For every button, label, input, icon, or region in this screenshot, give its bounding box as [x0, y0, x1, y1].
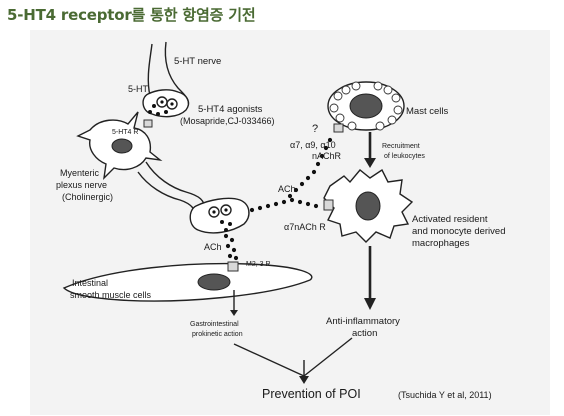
- smooth-muscle-nucleus: [197, 273, 231, 291]
- label-macrophage-1: Activated resident: [412, 214, 488, 225]
- mast-cell: [327, 81, 405, 131]
- label-myenteric-1: Myenteric: [60, 168, 100, 178]
- anti-inflammatory-arrowhead: [364, 298, 376, 310]
- diagram-panel: [30, 30, 550, 415]
- m23-receptor: [227, 261, 239, 272]
- ach-dots-to-macrophage: [249, 197, 319, 213]
- label-gi-2: prokinetic action: [192, 331, 243, 338]
- label-intestinal-2: smooth muscle cells: [70, 290, 152, 300]
- label-5ht: 5-HT: [128, 84, 149, 94]
- label-myenteric-2: plexus nerve: [56, 180, 107, 190]
- label-agonist-examples: (Mosapride,CJ-033466): [180, 116, 275, 126]
- label-intestinal-1: Intestinal: [72, 278, 108, 288]
- recruitment-arrowhead: [364, 158, 376, 168]
- myenteric-nerve-terminal: [189, 197, 250, 234]
- label-anti-1: Anti-inflammatory: [326, 316, 400, 327]
- smooth-muscle-cell: [62, 262, 313, 302]
- macrophage-nucleus: [355, 191, 381, 221]
- label-prevention: Prevention of POI: [262, 387, 361, 401]
- ht4-receptor: [143, 119, 153, 128]
- ht-nerve-fiber-left: [147, 43, 153, 97]
- converge-right-line: [303, 337, 353, 377]
- label-question: ?: [312, 123, 318, 135]
- myenteric-vesicles: [208, 204, 232, 232]
- label-macrophage-3: macrophages: [412, 238, 470, 249]
- label-recruitment-2: of leukocytes: [384, 153, 425, 160]
- myenteric-nucleus: [111, 138, 133, 154]
- label-agonists: 5-HT4 agonists: [198, 104, 263, 115]
- label-ht-nerve: 5-HT nerve: [174, 56, 221, 67]
- label-anti-2: action: [352, 328, 377, 339]
- label-5ht4r: 5-HT4 R: [112, 129, 138, 136]
- ach-dots-to-muscle: [223, 233, 239, 261]
- mast-cell-nachr: [333, 123, 344, 133]
- label-nachr: nAChR: [312, 151, 342, 161]
- label-a7nachr: α7nACh R: [284, 222, 326, 232]
- converge-left-line: [233, 343, 305, 377]
- ht-vesicles: [148, 96, 178, 116]
- prevention-arrowhead: [299, 376, 309, 384]
- label-myenteric-3: (Cholinergic): [62, 192, 113, 202]
- label-macrophage-2: and monocyte derived: [412, 226, 505, 237]
- label-recruitment-1: Recruitment: [382, 143, 420, 150]
- page-title: 5-HT4 receptor를 통한 항염증 기전: [7, 6, 256, 24]
- label-m23r: M2, 3 R: [246, 261, 271, 268]
- label-nachr-subunits: α7, α9, α10: [290, 140, 336, 150]
- label-ach-muscle: ACh: [204, 242, 222, 252]
- gi-arrowhead: [230, 310, 238, 316]
- ach-dots-to-mast-cell: [287, 137, 333, 199]
- label-citation: (Tsuchida Y et al, 2011): [398, 390, 492, 400]
- label-mast-cells: Mast cells: [406, 106, 448, 117]
- macrophage-a7nachr: [323, 199, 334, 211]
- label-ach-macrophage: ACh: [278, 184, 296, 194]
- label-gi-1: Gastrointestinal: [190, 321, 239, 328]
